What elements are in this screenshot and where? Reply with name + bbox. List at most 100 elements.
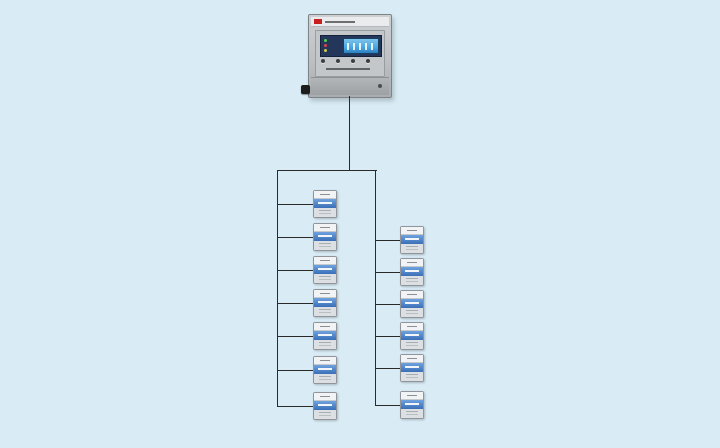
controller-buttons	[321, 59, 383, 64]
device-label-band	[401, 400, 423, 409]
device-terminals	[314, 208, 336, 217]
device-terminals	[314, 274, 336, 283]
device-label-text	[318, 368, 332, 370]
device-terminals	[401, 308, 423, 317]
detector-device	[400, 258, 424, 286]
status-led-yellow	[324, 49, 327, 52]
status-led-red	[324, 44, 327, 47]
detector-device	[400, 226, 424, 254]
wire-header	[277, 170, 377, 171]
detector-device	[313, 190, 337, 218]
wire-branch	[278, 270, 313, 271]
device-label-text	[405, 238, 419, 240]
panel-button	[366, 59, 371, 63]
device-vent	[320, 194, 330, 195]
keyhole	[378, 84, 382, 88]
device-terminals	[401, 372, 423, 381]
detector-device	[400, 354, 424, 382]
device-top	[401, 392, 423, 400]
device-label-text	[318, 202, 332, 204]
wire-branch	[278, 336, 313, 337]
alarm-controller	[301, 14, 392, 98]
device-label-text	[405, 334, 419, 336]
detector-device	[313, 322, 337, 350]
panel-button	[351, 59, 356, 63]
device-label-band	[314, 298, 336, 307]
detector-device	[313, 289, 337, 317]
device-vent	[320, 260, 330, 261]
wire-branch	[278, 406, 313, 407]
detector-device	[400, 322, 424, 350]
device-label-band	[401, 299, 423, 308]
device-label-text	[405, 403, 419, 405]
device-top	[401, 227, 423, 235]
device-terminals	[314, 374, 336, 383]
device-label-text	[318, 334, 332, 336]
device-top	[314, 357, 336, 365]
device-label-text	[318, 404, 332, 406]
wire-branch	[376, 336, 400, 337]
device-label-band	[401, 363, 423, 372]
device-vent	[407, 294, 417, 295]
device-vent	[320, 396, 330, 397]
device-vent	[320, 326, 330, 327]
detector-device	[313, 223, 337, 251]
device-top	[401, 291, 423, 299]
device-label-band	[314, 331, 336, 340]
device-vent	[407, 358, 417, 359]
wire-branch	[376, 405, 400, 406]
controller-lower-housing	[311, 77, 389, 95]
detector-device	[400, 391, 424, 419]
device-label-text	[318, 301, 332, 303]
device-label-text	[318, 268, 332, 270]
wire-right-bus	[375, 170, 376, 406]
side-connector	[301, 85, 310, 94]
device-vent	[320, 227, 330, 228]
device-label-band	[401, 267, 423, 276]
device-label-band	[314, 232, 336, 241]
device-label-band	[314, 265, 336, 274]
detector-device	[313, 356, 337, 384]
device-terminals	[401, 340, 423, 349]
wire-branch	[278, 237, 313, 238]
device-label-text	[318, 235, 332, 237]
device-label-text	[405, 302, 419, 304]
device-label-band	[314, 199, 336, 208]
controller-header	[311, 17, 389, 27]
device-vent	[320, 360, 330, 361]
device-top	[314, 323, 336, 331]
device-top	[401, 323, 423, 331]
device-terminals	[401, 244, 423, 253]
device-vent	[407, 230, 417, 231]
wire-left-bus	[277, 170, 278, 407]
wire-branch	[278, 303, 313, 304]
controller-display	[320, 35, 382, 57]
wire-branch	[278, 204, 313, 205]
device-top	[401, 259, 423, 267]
detector-device	[313, 392, 337, 420]
wire-branch	[376, 240, 400, 241]
wire-branch	[376, 304, 400, 305]
device-terminals	[314, 307, 336, 316]
device-terminals	[314, 340, 336, 349]
wire-main-drop	[349, 96, 350, 170]
device-label-band	[314, 365, 336, 374]
device-vent	[407, 395, 417, 396]
wire-branch	[278, 370, 313, 371]
detector-device	[313, 256, 337, 284]
wire-branch	[376, 368, 400, 369]
device-top	[314, 224, 336, 232]
brand-text	[325, 21, 355, 23]
device-terminals	[401, 409, 423, 418]
device-terminals	[314, 241, 336, 250]
device-vent	[407, 262, 417, 263]
device-terminals	[401, 276, 423, 285]
panel-button	[321, 59, 325, 63]
device-top	[401, 355, 423, 363]
device-top	[314, 257, 336, 265]
wire-branch	[376, 272, 400, 273]
device-vent	[407, 326, 417, 327]
device-terminals	[314, 410, 336, 419]
device-label-text	[405, 270, 419, 272]
device-top	[314, 290, 336, 298]
